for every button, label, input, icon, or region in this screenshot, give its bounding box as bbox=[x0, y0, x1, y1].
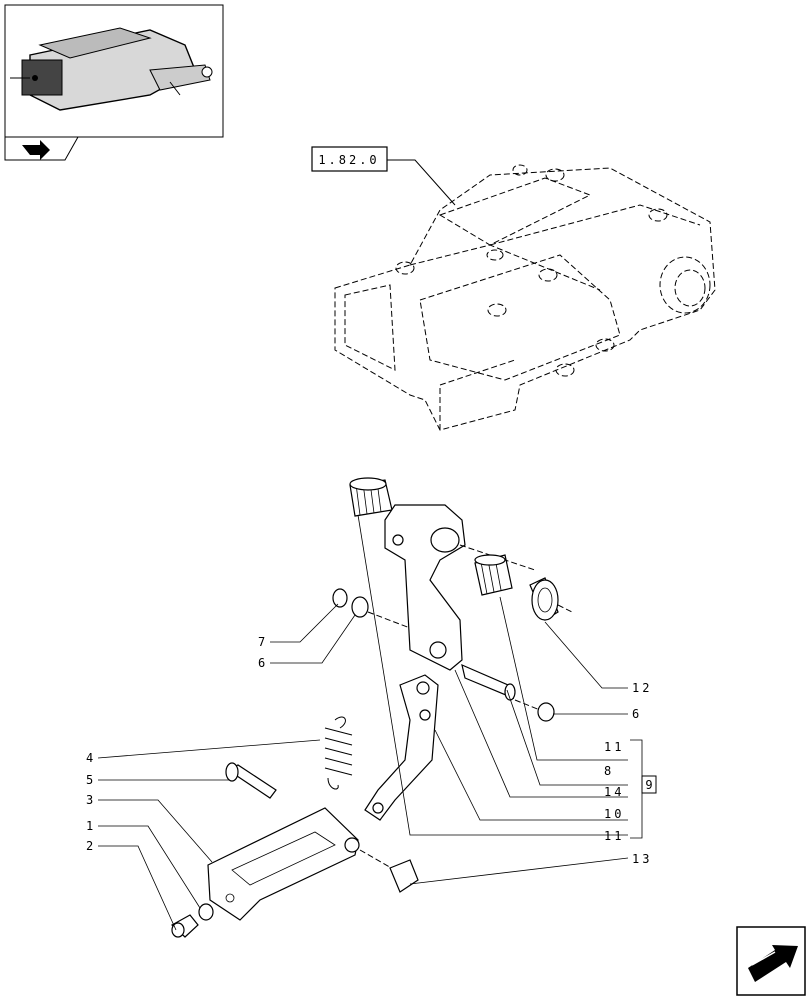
circlip-7 bbox=[332, 588, 348, 608]
callout-7: 7 bbox=[258, 635, 268, 649]
group-box-label: 9 bbox=[645, 778, 652, 792]
callout-11-bottom: 11 bbox=[604, 829, 624, 843]
tractor-hitch-thumbnail-icon bbox=[10, 27, 213, 111]
callout-12: 12 bbox=[632, 681, 652, 695]
callout-8: 8 bbox=[604, 764, 614, 778]
group-box[interactable]: 9 bbox=[641, 775, 657, 794]
yoke-3 bbox=[207, 807, 360, 921]
callout-6-left: 6 bbox=[258, 656, 268, 670]
knurled-pin-right bbox=[474, 554, 513, 596]
spring-4 bbox=[324, 716, 353, 790]
callout-11-top: 11 bbox=[604, 740, 624, 754]
callout-4: 4 bbox=[86, 751, 96, 765]
previous-page-arrow-icon[interactable] bbox=[4, 136, 79, 161]
callout-14: 14 bbox=[604, 785, 624, 799]
pin-5 bbox=[225, 762, 277, 799]
bush-6-left bbox=[351, 596, 369, 618]
next-page-arrow-icon[interactable] bbox=[736, 926, 806, 996]
clip-13 bbox=[389, 859, 419, 893]
callout-labels: 7 6 12 6 11 8 14 10 11 13 4 5 3 1 2 bbox=[86, 635, 652, 866]
thumbnail-frame[interactable] bbox=[4, 4, 224, 138]
callout-3: 3 bbox=[86, 793, 96, 807]
grease-nipple bbox=[170, 903, 214, 938]
callout-2: 2 bbox=[86, 839, 96, 853]
callout-6-right: 6 bbox=[632, 707, 642, 721]
reference-box[interactable]: 1.82.0 bbox=[311, 146, 388, 172]
knurled-pin-top bbox=[349, 477, 393, 517]
lever-arm bbox=[384, 504, 466, 671]
hydraulic-lift-housing bbox=[334, 164, 716, 431]
callout-5: 5 bbox=[86, 773, 96, 787]
bush-12 bbox=[529, 577, 559, 621]
callout-1: 1 bbox=[86, 819, 96, 833]
link-plate bbox=[364, 674, 439, 821]
callout-10: 10 bbox=[604, 807, 624, 821]
callout-13: 13 bbox=[632, 852, 652, 866]
leader-lines bbox=[97, 514, 654, 931]
pin-14 bbox=[461, 663, 516, 701]
reference-box-label: 1.82.0 bbox=[318, 153, 379, 167]
bush-6-right bbox=[537, 702, 555, 722]
